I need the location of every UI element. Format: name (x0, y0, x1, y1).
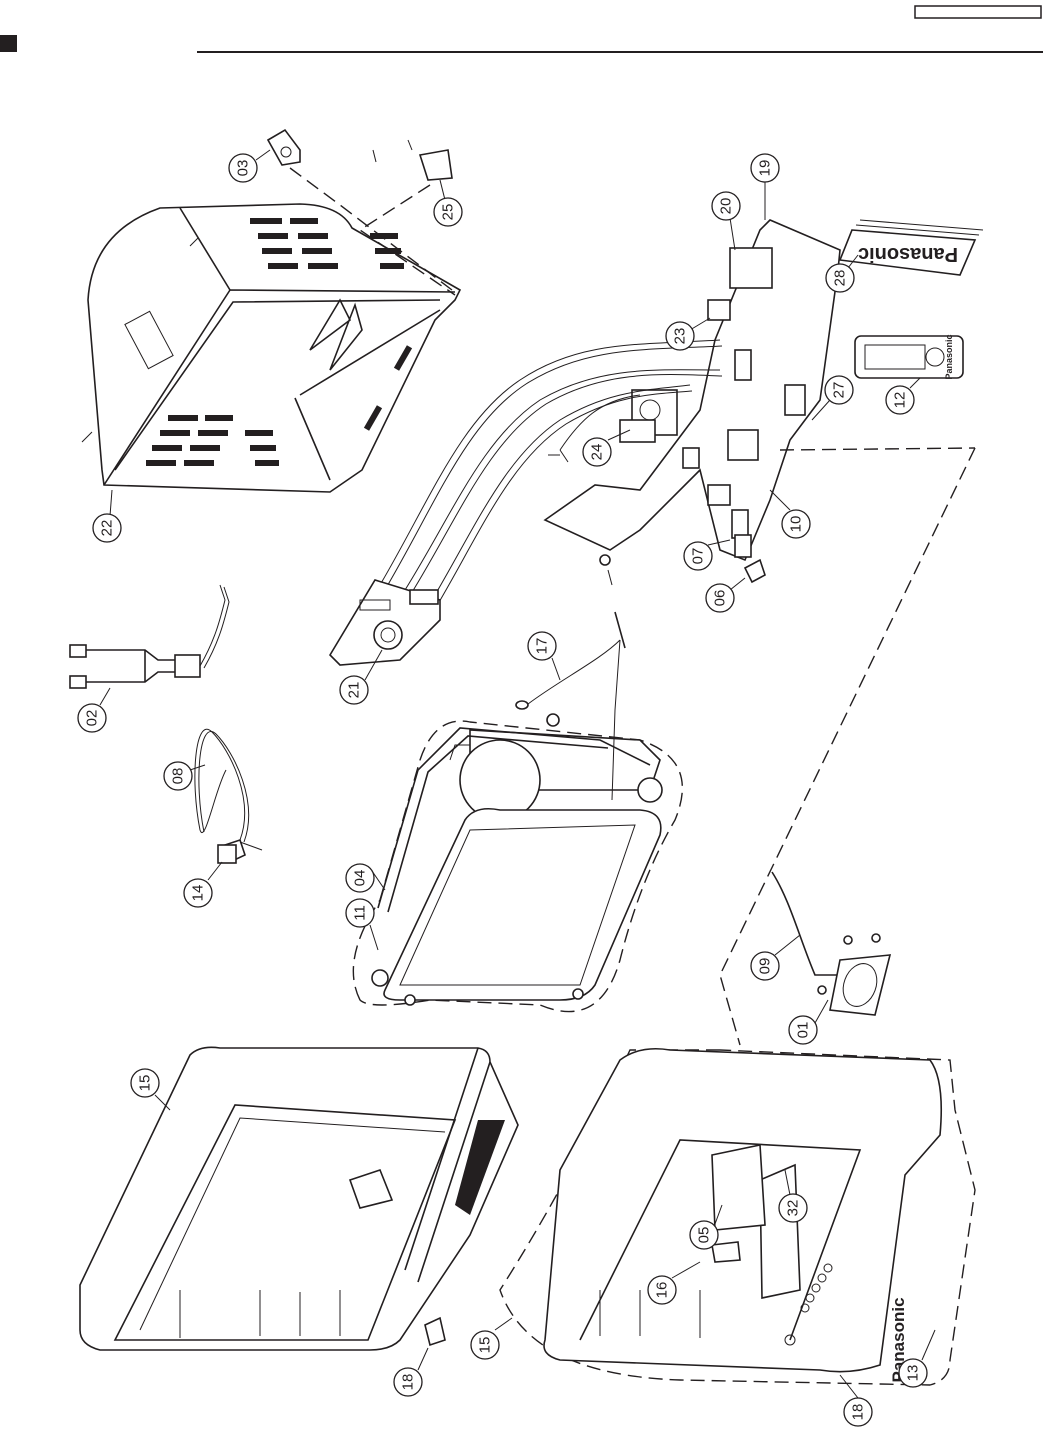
ground-wire (515, 611, 626, 801)
callout-12: 12 (885, 377, 921, 415)
antenna-connector (266, 128, 301, 166)
callout-28: 28 (825, 254, 859, 293)
knob-part (743, 558, 766, 584)
callout-04: 04 (345, 863, 386, 893)
callout-02: 02 (77, 687, 111, 733)
callout-16: 16 (647, 1261, 701, 1305)
manual-cover-brand: Panasonic (858, 243, 958, 265)
callout-18-rear: 18 (393, 1347, 429, 1397)
remote-control (854, 335, 964, 379)
callout-22: 22 (92, 489, 122, 543)
svg-text:19: 19 (757, 160, 774, 177)
callout-06: 06 (705, 577, 746, 613)
svg-text:16: 16 (654, 1282, 671, 1299)
screw-mark (372, 149, 377, 163)
callout-15-rear: 15 (130, 1068, 171, 1111)
svg-text:28: 28 (832, 270, 849, 287)
wire-harness (379, 339, 723, 625)
svg-text:01: 01 (795, 1022, 812, 1039)
svg-text:18: 18 (400, 1374, 417, 1391)
crt-socket-board (328, 579, 441, 666)
assembly-guide-line (719, 447, 976, 1046)
callout-09: 09 (750, 934, 801, 981)
board-guide-line (779, 447, 976, 451)
svg-text:10: 10 (788, 516, 805, 533)
power-plug (217, 844, 237, 864)
brand-lettering: Panasonic Panasonic Panasonic (858, 243, 958, 1383)
callout-07: 07 (683, 539, 731, 571)
svg-text:13: 13 (905, 1365, 922, 1382)
svg-text:22: 22 (99, 520, 116, 537)
signal-cable (69, 584, 230, 689)
speaker-wire (771, 871, 840, 976)
speaker (817, 933, 892, 1016)
callout-05: 05 (689, 1204, 723, 1250)
callout-19: 19 (750, 153, 780, 220)
callout-03: 03 (228, 149, 271, 183)
svg-text:04: 04 (352, 870, 369, 887)
svg-text:02: 02 (84, 710, 101, 727)
callout-10: 10 (769, 489, 811, 539)
svg-text:14: 14 (190, 885, 207, 902)
svg-text:17: 17 (534, 638, 551, 655)
callout-08: 08 (163, 761, 206, 791)
header-tab-box (914, 5, 1042, 19)
callout-11: 11 (345, 898, 379, 951)
svg-text:05: 05 (696, 1227, 713, 1244)
page-corner-marker (0, 35, 17, 52)
picture-tube-assembly (352, 720, 684, 1013)
svg-text:21: 21 (346, 682, 363, 699)
bracket-part (407, 139, 453, 181)
callout-21: 21 (339, 649, 383, 705)
callout-14: 14 (183, 861, 223, 908)
svg-text:15: 15 (137, 1075, 154, 1092)
svg-text:07: 07 (690, 548, 707, 565)
front-cabinet-front-view (499, 1047, 976, 1386)
power-cord (194, 728, 263, 864)
svg-text:23: 23 (672, 328, 689, 345)
callout-01: 01 (788, 999, 829, 1045)
svg-text:12: 12 (892, 392, 909, 409)
remote-brand-label: Panasonic (944, 334, 954, 379)
callout-18-front: 18 (839, 1374, 873, 1427)
connector-guide-line (289, 167, 453, 291)
svg-text:06: 06 (712, 590, 729, 607)
svg-text:20: 20 (718, 198, 735, 215)
svg-text:27: 27 (831, 382, 848, 399)
main-chassis-board (543, 219, 841, 586)
callout-15-front: 15 (470, 1317, 513, 1360)
callout-13: 13 (898, 1329, 936, 1388)
svg-text:25: 25 (440, 204, 457, 221)
callout-17: 17 (527, 631, 561, 681)
svg-text:24: 24 (589, 444, 606, 461)
svg-text:18: 18 (850, 1404, 867, 1421)
callout-20: 20 (711, 191, 741, 251)
rear-cabinet (81, 203, 462, 493)
part-callouts: 01 02 03 04 05 06 07 (77, 149, 936, 1427)
front-cabinet-brand: Panasonic (889, 1297, 908, 1382)
svg-text:11: 11 (352, 905, 369, 921)
callout-25: 25 (433, 179, 463, 227)
svg-text:09: 09 (757, 958, 774, 975)
front-cabinet-rear-view (79, 1046, 519, 1351)
callout-24: 24 (582, 429, 631, 467)
svg-text:15: 15 (477, 1337, 494, 1354)
svg-text:03: 03 (235, 160, 252, 177)
callout-32: 32 (778, 1169, 808, 1223)
svg-text:32: 32 (785, 1200, 802, 1217)
callout-27: 27 (811, 375, 854, 421)
bracket-guide-line (358, 184, 456, 296)
callout-23: 23 (665, 317, 711, 351)
svg-text:08: 08 (170, 768, 187, 785)
instruction-manual (838, 219, 984, 276)
